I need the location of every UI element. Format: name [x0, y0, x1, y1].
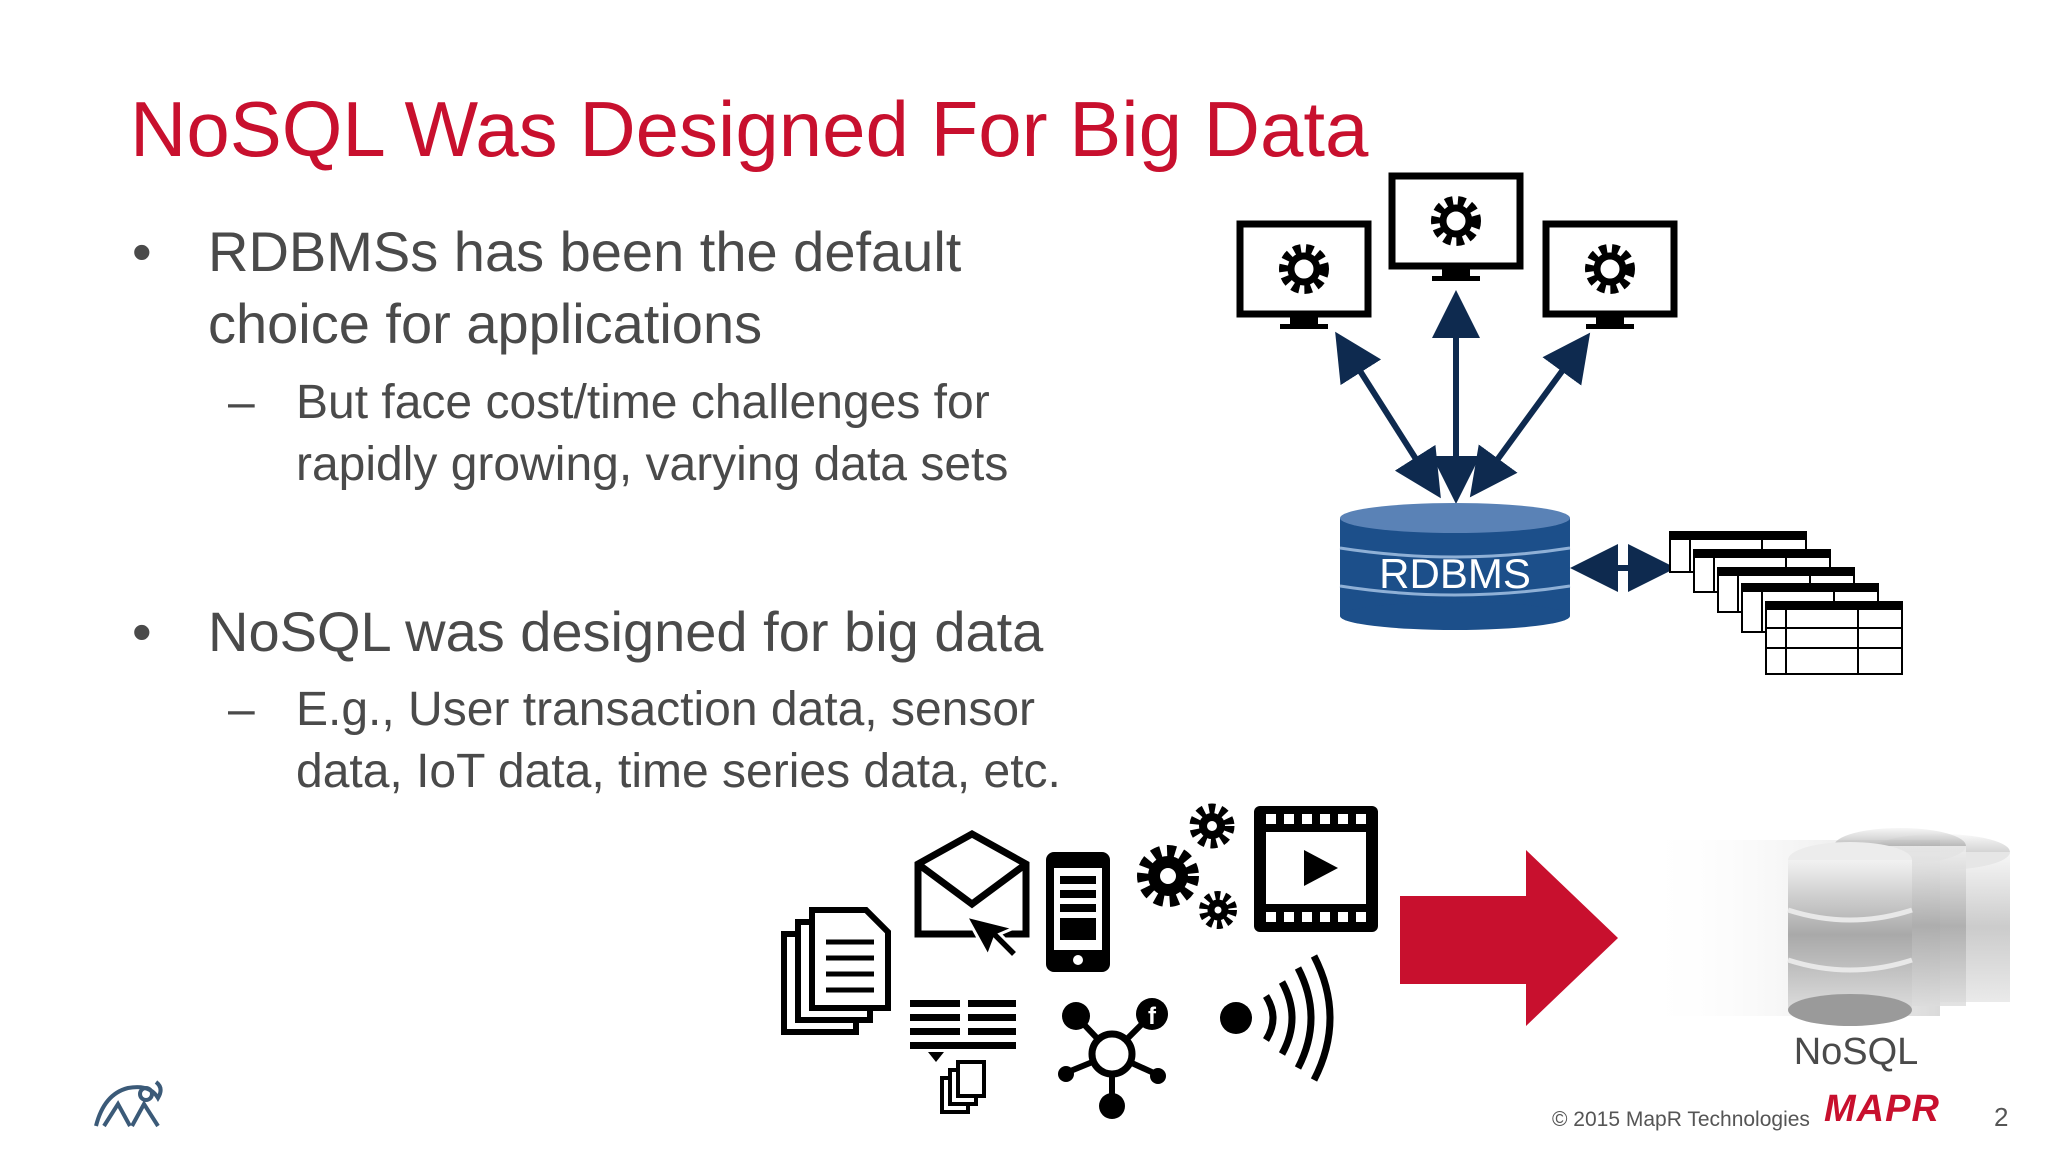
nosql-label: NoSQL [1794, 1031, 1919, 1073]
bullet-2: • NoSQL was designed for big data [132, 596, 1044, 668]
bullet-marker: • [132, 600, 152, 663]
signal-icon [1220, 954, 1334, 1082]
email-icon [914, 829, 1030, 961]
sub-marker: – [228, 376, 255, 429]
sub-bullet-1-line-1: But face cost/time challenges for [296, 376, 990, 429]
document-stack-icon [781, 907, 891, 1035]
sub-bullet-2: – E.g., User transaction data, sensor da… [228, 679, 1061, 803]
bullet-1: • RDBMSs has been the default choice for… [132, 216, 962, 360]
monitor-gear-icon [1236, 220, 1372, 329]
table-stack-icon [1669, 531, 1903, 675]
phone-icon [1046, 852, 1110, 972]
sub-bullet-1-line-2: rapidly growing, varying data sets [296, 438, 1009, 491]
video-icon [1254, 806, 1378, 932]
sub-marker: – [228, 683, 255, 736]
social-network-icon: f [1058, 998, 1168, 1119]
slide-title: NoSQL Was Designed For Big Data [130, 85, 1369, 173]
gears-icon [1137, 803, 1237, 929]
monitor-gear-icon [1542, 220, 1678, 329]
bullet-1-line-2: choice for applications [208, 292, 763, 355]
nosql-database-icon [1640, 828, 2010, 1026]
copyright-text: © 2015 MapR Technologies [1552, 1108, 1810, 1131]
mapr-logo: MAPR [1824, 1088, 1940, 1130]
flow-arrow-icon [1400, 850, 1618, 1026]
news-icon [910, 1000, 1016, 1114]
svg-text:f: f [1148, 1003, 1157, 1030]
sub-bullet-1: – But face cost/time challenges for rapi… [228, 372, 1009, 496]
monitor-gear-icon [1388, 172, 1524, 281]
bullet-1-line-1: RDBMSs has been the default [208, 220, 962, 283]
elephant-logo-icon [94, 1080, 163, 1128]
bullet-marker: • [132, 220, 152, 283]
page-number: 2 [1994, 1102, 2009, 1132]
rdbms-database-icon [1339, 503, 1571, 630]
bullet-2-line-1: NoSQL was designed for big data [208, 600, 1044, 663]
connection-arrows [1335, 290, 1676, 592]
sub-bullet-2-line-2: data, IoT data, time series data, etc. [296, 745, 1061, 798]
sub-bullet-2-line-1: E.g., User transaction data, sensor [296, 683, 1036, 736]
rdbms-label: RDBMS [1379, 550, 1531, 597]
